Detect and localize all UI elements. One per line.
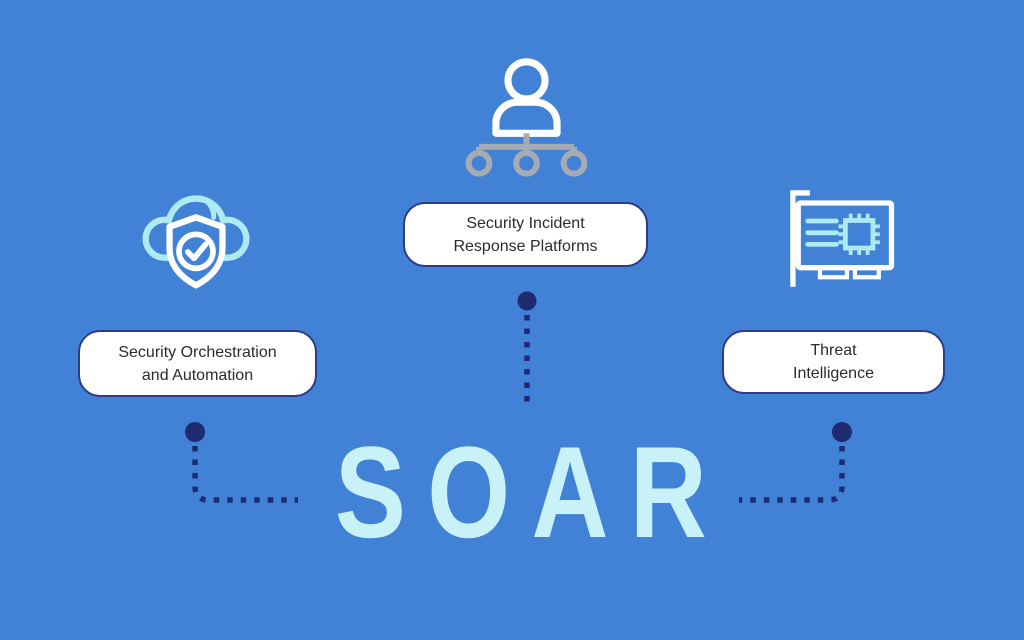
card-tabs — [817, 267, 881, 280]
node-label-line: Security Incident — [466, 214, 585, 232]
org-node-left — [465, 149, 493, 177]
chip-body — [843, 218, 876, 251]
card-slot-lines — [805, 218, 839, 247]
card-bracket — [790, 190, 810, 287]
node-label-line: Intelligence — [793, 365, 874, 382]
network-card-chip-icon — [790, 190, 895, 287]
node-label-line: Security Orchestration — [118, 343, 277, 361]
checkmark — [184, 241, 209, 262]
node-box-security-orchestration: Security Orchestration and Automation — [78, 330, 317, 397]
shield-circle — [176, 231, 216, 272]
connector-dot-right — [832, 422, 852, 442]
user-org-chart-icon — [465, 58, 588, 177]
chip-pins — [838, 213, 880, 255]
soar-title-wrap: SOAR — [0, 427, 1024, 557]
org-node-right — [560, 149, 588, 177]
cloud-inner-arc — [197, 195, 217, 220]
soar-title: SOAR — [335, 419, 729, 565]
card-body — [795, 200, 895, 271]
connector-dot-left — [185, 422, 205, 442]
person-body — [492, 98, 561, 137]
cloud-shield-check-icon — [142, 195, 250, 289]
node-label-line: and Automation — [141, 366, 254, 384]
node-label-line: Response Platforms — [453, 237, 598, 255]
shield-outline — [166, 214, 226, 289]
node-label-line: Threat — [810, 342, 857, 359]
org-node-center — [513, 149, 540, 177]
connector-dot-center — [517, 291, 537, 311]
person-head — [504, 58, 549, 103]
node-box-threat-intelligence: Threat Intelligence — [722, 330, 945, 394]
node-box-security-incident-response: Security Incident Response Platforms — [403, 202, 648, 267]
